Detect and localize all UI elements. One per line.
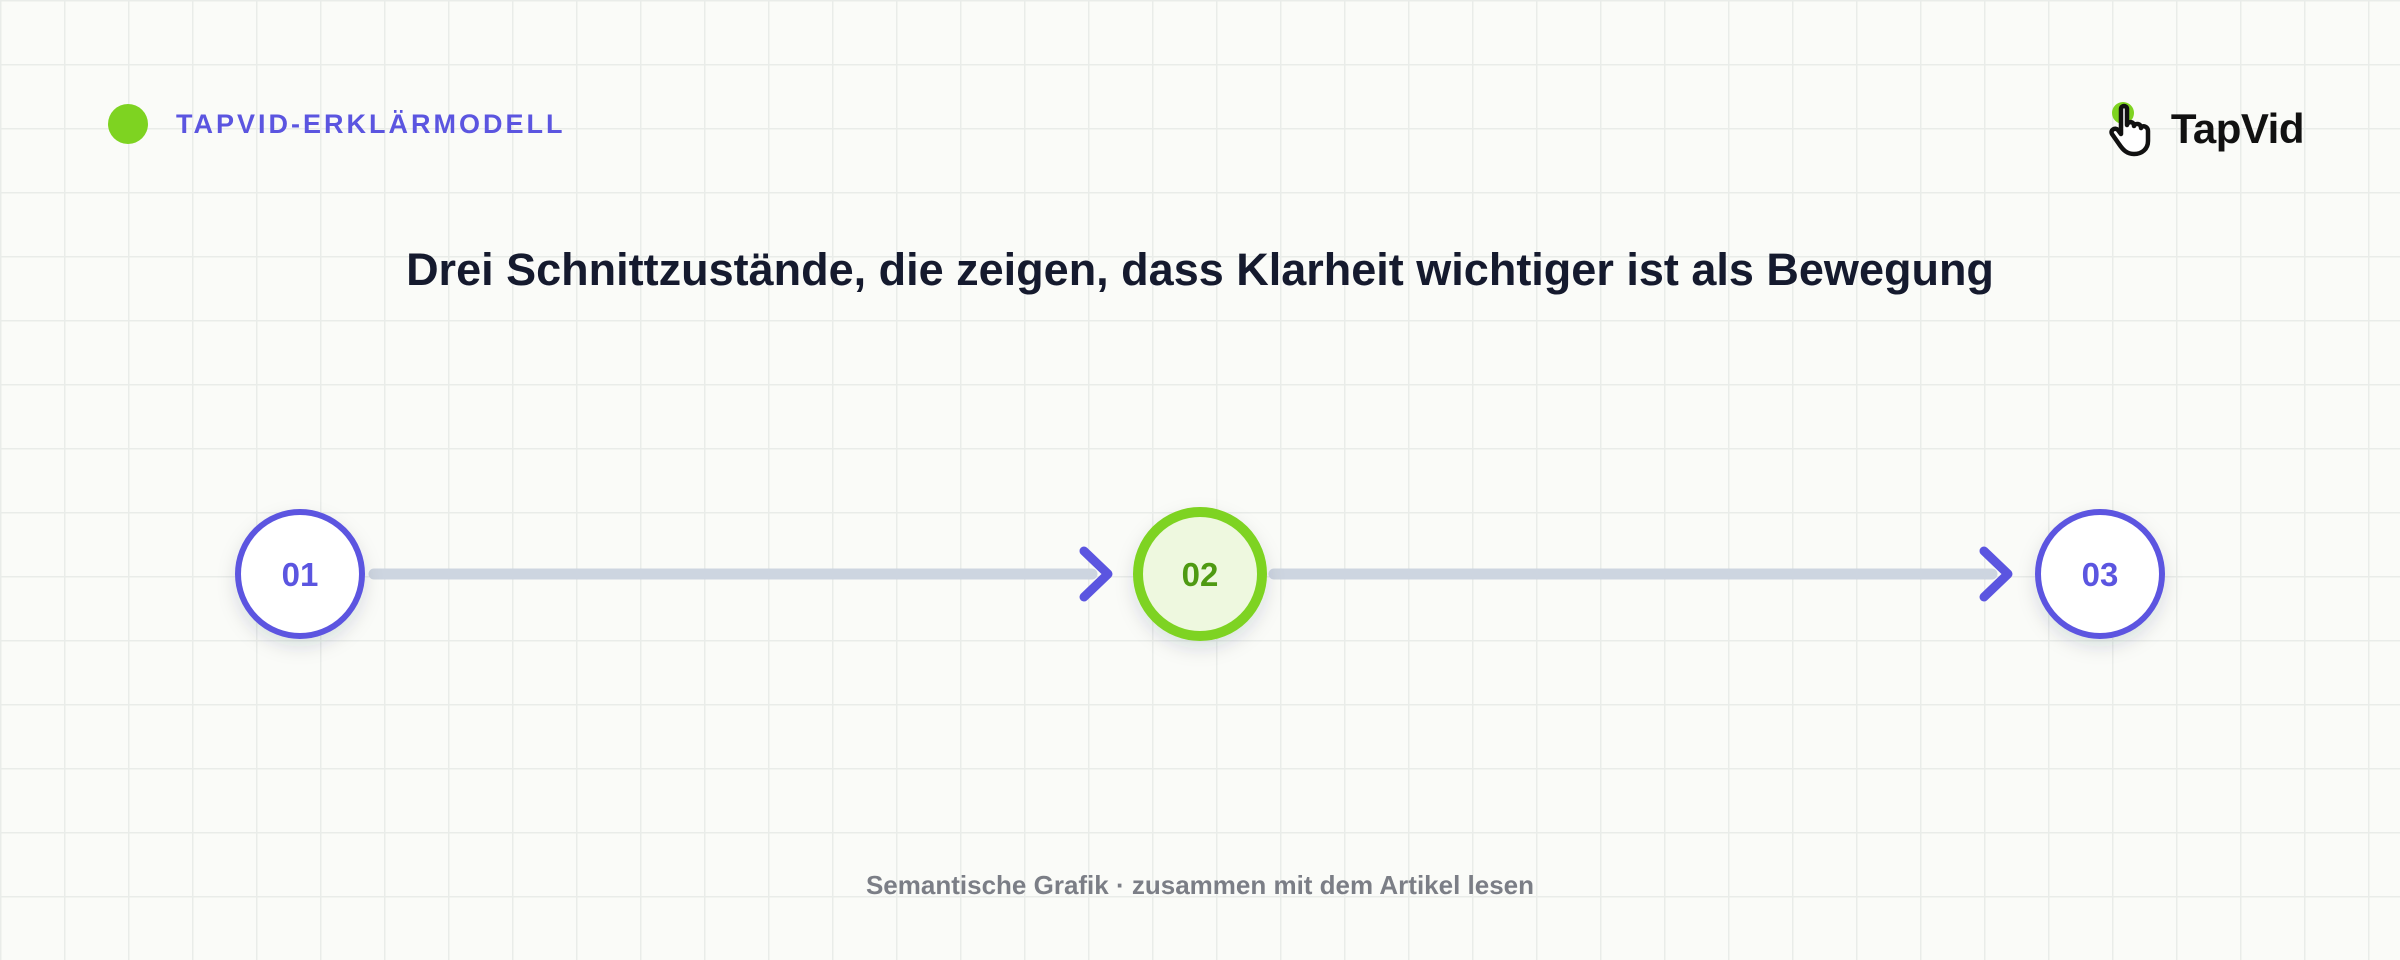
connector-01-02 <box>368 546 1113 602</box>
green-dot-icon <box>108 104 148 144</box>
tapvid-logo: TapVid <box>2109 98 2305 160</box>
connector-02-03 <box>1268 546 2013 602</box>
step-02: 02 <box>1133 507 1267 641</box>
step-02-label: 02 <box>1182 556 1219 593</box>
brand-tag-label: TAPVID-ERKLÄRMODELL <box>176 108 566 139</box>
step-03-label: 03 <box>2082 556 2119 593</box>
arrow-right-icon <box>1079 546 1113 602</box>
step-01-label: 01 <box>282 556 319 593</box>
step-03: 03 <box>2035 509 2165 639</box>
arrow-right-icon <box>1979 546 2013 602</box>
logo-wordmark: TapVid <box>2170 105 2305 152</box>
tap-hand-icon <box>2109 102 2151 157</box>
diagram-title: Drei Schnittzustände, die zeigen, dass K… <box>406 244 1994 295</box>
footer-caption: Semantische Grafik · zusammen mit dem Ar… <box>865 870 1535 900</box>
step-01: 01 <box>235 509 365 639</box>
brand-tag: TAPVID-ERKLÄRMODELL <box>108 104 565 144</box>
